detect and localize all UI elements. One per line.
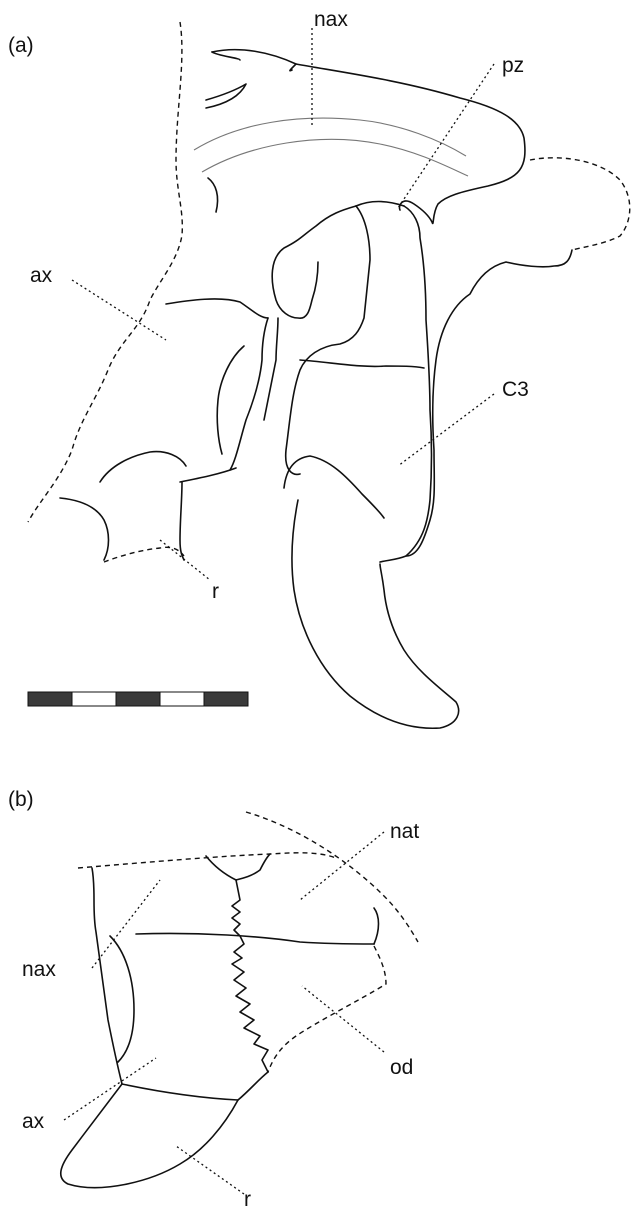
panel-b: (b) nat nax od ax r	[8, 788, 419, 1211]
label-nax-b: nax	[22, 958, 56, 981]
scale-bar	[28, 692, 248, 706]
scale-segment-4	[160, 692, 204, 706]
c3-outline	[380, 250, 572, 562]
nat-leader	[300, 832, 384, 900]
label-r-a: r	[212, 580, 219, 603]
label-nax-a: nax	[314, 8, 348, 31]
ax-upper-edge	[166, 299, 268, 318]
rib-base-top	[180, 468, 236, 482]
ax-c3-neck-2	[264, 318, 278, 420]
ax-leader-b	[64, 1058, 156, 1120]
c3-rib-outline	[292, 500, 459, 728]
axis-small-curve-2	[208, 178, 218, 212]
ax-leader-a	[72, 280, 166, 340]
label-ax-a: ax	[30, 264, 53, 287]
nax-ridge-line-1	[194, 118, 466, 156]
c3-top-edge	[356, 202, 404, 207]
od-leader	[302, 986, 384, 1052]
axis-inner-curve	[100, 452, 186, 482]
label-r-b: r	[244, 1188, 251, 1211]
ax-arc	[217, 346, 244, 454]
nax-ridge-line-2	[202, 139, 468, 176]
label-ax-b: ax	[22, 1110, 45, 1133]
r-leader-a	[160, 540, 210, 580]
horizontal-suture-b	[136, 933, 374, 944]
rib-base-right	[180, 482, 184, 560]
panel-a: (a)	[8, 8, 630, 728]
panel-a-tag: (a)	[8, 34, 34, 57]
rib-base-outline	[60, 498, 109, 560]
c3-right-edge	[404, 206, 432, 556]
axis-arc-b	[110, 936, 134, 1062]
label-nat: nat	[390, 820, 419, 843]
scale-segment-2	[72, 692, 116, 706]
axis-lower-edge	[122, 1072, 268, 1100]
r-leader-b	[176, 1146, 244, 1194]
odontoid-dashed-outline	[268, 946, 386, 1072]
neural-arch-axis-lower	[212, 52, 296, 71]
zigzag-suture	[232, 880, 268, 1072]
scale-segment-5	[204, 692, 248, 706]
scale-segment-1	[28, 692, 72, 706]
c3-leader	[398, 394, 494, 466]
label-c3: C3	[502, 378, 529, 401]
c3-mid-suture	[300, 360, 424, 368]
neural-arch-axis-outline	[212, 50, 525, 224]
panel-b-tag: (b)	[8, 788, 34, 811]
atlas-notch	[206, 854, 270, 880]
axis-outline-b	[92, 868, 122, 1084]
pz-dashed-outline	[530, 158, 630, 250]
rib-outline-b	[61, 1084, 238, 1188]
atlas-right-edge	[374, 908, 379, 944]
scale-segment-3	[116, 692, 160, 706]
label-od: od	[390, 1056, 413, 1079]
ax-c3-neck	[230, 318, 268, 470]
c3-centrum-outline	[272, 206, 356, 318]
axis-small-curve-1	[206, 84, 246, 108]
c3-centrum-body	[286, 206, 370, 474]
nax-leader-b	[92, 880, 160, 968]
top-dashed-outline-b	[78, 853, 336, 868]
label-pz: pz	[502, 54, 524, 77]
c3-rib-inner	[284, 456, 384, 518]
